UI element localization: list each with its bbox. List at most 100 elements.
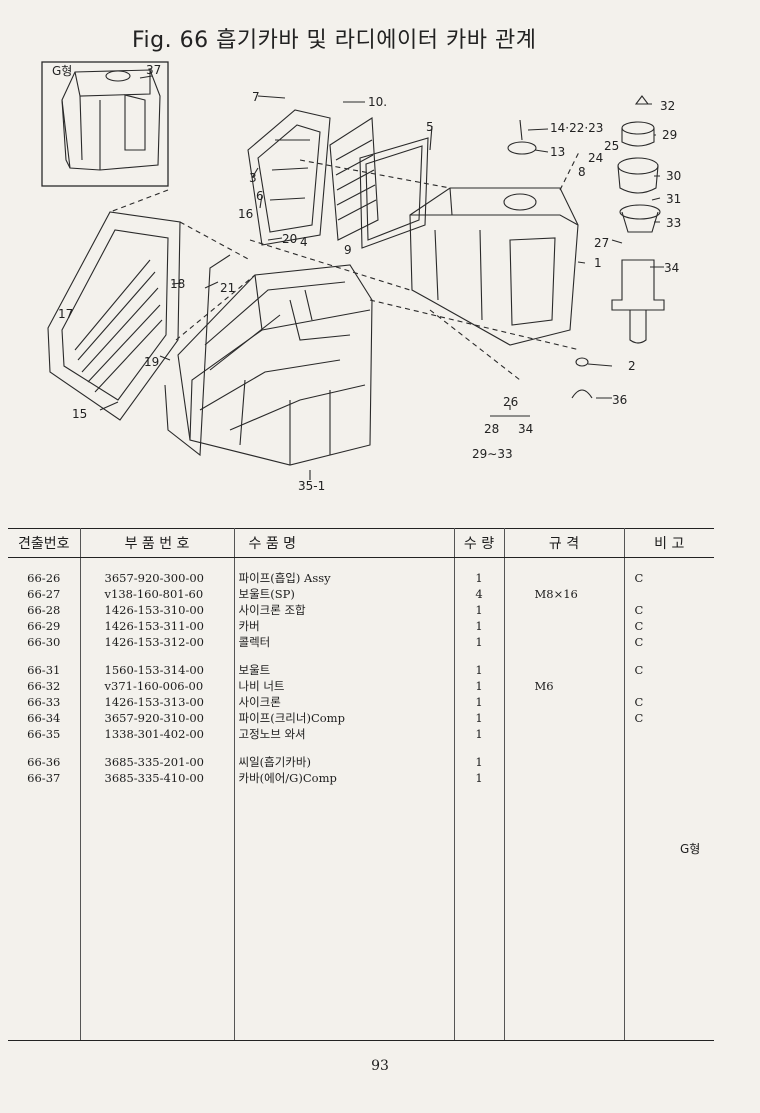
col-header-qty: 수 량 xyxy=(454,528,505,558)
cell-part-no: v371-160-006-00 xyxy=(80,678,235,694)
svg-text:37: 37 xyxy=(146,63,161,77)
svg-text:8: 8 xyxy=(578,165,586,179)
svg-text:20: 20 xyxy=(282,232,297,246)
cell-name: 사이크론 조합 xyxy=(234,602,455,618)
svg-text:31: 31 xyxy=(666,192,681,206)
svg-text:14·22·23: 14·22·23 xyxy=(550,121,603,135)
cell-name: 콜렉터 xyxy=(234,634,455,650)
cell-note xyxy=(624,586,714,602)
svg-text:29∼33: 29∼33 xyxy=(472,447,513,461)
svg-text:5: 5 xyxy=(426,120,434,134)
cell-part-no: 3657-920-310-00 xyxy=(80,710,235,726)
svg-text:34: 34 xyxy=(664,261,679,275)
table-row: 66-31 1560-153-314-00 보울트 1 C xyxy=(8,662,714,678)
svg-text:29: 29 xyxy=(662,128,677,142)
cell-qty: 1 xyxy=(454,726,505,742)
cell-part-no: 3685-335-201-00 xyxy=(80,754,235,770)
svg-text:3: 3 xyxy=(249,171,257,185)
cell-note xyxy=(624,678,714,694)
cell-part-no: 1426-153-312-00 xyxy=(80,634,235,650)
cell-index: 66-31 xyxy=(8,662,81,678)
svg-text:24: 24 xyxy=(588,151,603,165)
svg-text:35-1: 35-1 xyxy=(298,479,325,493)
svg-text:7: 7 xyxy=(252,90,260,104)
cell-name: 고정노브 와셔 xyxy=(234,726,455,742)
cell-name: 보울트(SP) xyxy=(234,586,455,602)
cell-name: 카바(에어/G)Comp xyxy=(234,770,455,786)
svg-text:9: 9 xyxy=(344,243,352,257)
cell-index: 66-37 xyxy=(8,770,81,786)
cell-spec xyxy=(504,754,625,770)
cell-name: 사이크론 xyxy=(234,694,455,710)
table-row: 66-34 3657-920-310-00 파이프(크리너)Comp 1 C xyxy=(8,710,714,726)
cell-spec xyxy=(504,634,625,650)
svg-text:13: 13 xyxy=(550,145,565,159)
cell-spec xyxy=(504,770,625,786)
cell-note: C xyxy=(634,711,644,725)
table-row: 66-26 3657-920-300-00 파이프(흡입) Assy 1 C xyxy=(8,570,714,586)
svg-text:G형: G형 xyxy=(52,64,72,78)
cell-qty: 1 xyxy=(454,662,505,678)
cell-qty: 1 xyxy=(454,618,505,634)
svg-text:18: 18 xyxy=(170,277,185,291)
svg-text:6: 6 xyxy=(256,189,264,203)
svg-text:25: 25 xyxy=(604,139,619,153)
cell-note: C xyxy=(634,695,644,709)
table-row: 66-36 3685-335-201-00 씨일(흡기카바) 1 xyxy=(8,754,714,770)
cell-index: 66-34 xyxy=(8,710,81,726)
col-header-spec: 규 격 xyxy=(504,528,625,558)
cell-index: 66-35 xyxy=(8,726,81,742)
svg-text:19: 19 xyxy=(144,355,159,369)
col-header-part-no: 부 품 번 호 xyxy=(80,528,235,558)
table-row: 66-29 1426-153-311-00 카버 1 C xyxy=(8,618,714,634)
col-header-index: 견출번호 xyxy=(8,528,81,558)
table-row: 66-33 1426-153-313-00 사이크론 1 C xyxy=(8,694,714,710)
table-row: 66-30 1426-153-312-00 콜렉터 1 C xyxy=(8,634,714,650)
svg-text:30: 30 xyxy=(666,169,681,183)
cell-index: 66-26 xyxy=(8,570,81,586)
cell-spec xyxy=(504,726,625,742)
svg-text:17: 17 xyxy=(58,307,73,321)
cell-index: 66-27 xyxy=(8,586,81,602)
parts-table: 견출번호 부 품 번 호 수 품 명 수 량 규 격 비 고 66-26 365… xyxy=(8,528,714,1041)
cell-spec xyxy=(504,662,625,678)
svg-text:32: 32 xyxy=(660,99,675,113)
cell-part-no: 1338-301-402-00 xyxy=(80,726,235,742)
cell-qty: 4 xyxy=(454,586,505,602)
cell-spec xyxy=(504,710,625,726)
cell-index: 66-36 xyxy=(8,754,81,770)
cell-spec: M8×16 xyxy=(504,586,625,602)
col-header-name: 수 품 명 xyxy=(234,528,455,558)
svg-text:10.: 10. xyxy=(368,95,387,109)
cell-qty: 1 xyxy=(454,570,505,586)
cell-spec xyxy=(504,570,625,586)
cell-part-no: 1426-153-310-00 xyxy=(80,602,235,618)
svg-text:4: 4 xyxy=(300,235,308,249)
cell-part-no: v138-160-801-60 xyxy=(80,586,235,602)
cell-name: 씨일(흡기카바) xyxy=(234,754,455,770)
cell-note xyxy=(624,770,714,786)
cell-spec xyxy=(504,694,625,710)
svg-text:15: 15 xyxy=(72,407,87,421)
svg-text:33: 33 xyxy=(666,216,681,230)
svg-text:16: 16 xyxy=(238,207,253,221)
cell-qty: 1 xyxy=(454,678,505,694)
page-number: 93 xyxy=(371,1058,389,1074)
exploded-parts-diagram: G형 37 7 10. 5 32 14·22·23 29 13 25 24 8 … xyxy=(41,61,681,493)
cell-part-no: 1426-153-311-00 xyxy=(80,618,235,634)
cell-qty: 1 xyxy=(454,602,505,618)
cell-part-no: 1426-153-313-00 xyxy=(80,694,235,710)
cell-note: C xyxy=(634,663,644,677)
cell-spec xyxy=(504,618,625,634)
table-header: 견출번호 부 품 번 호 수 품 명 수 량 규 격 비 고 xyxy=(8,528,714,558)
table-row: 66-37 3685-335-410-00 카바(에어/G)Comp 1 xyxy=(8,770,714,786)
cell-name: 파이프(크리너)Comp xyxy=(234,710,455,726)
table-bottom-rule xyxy=(8,1040,714,1041)
svg-text:1: 1 xyxy=(594,256,602,270)
cell-index: 66-32 xyxy=(8,678,81,694)
cell-spec: M6 xyxy=(504,678,625,694)
cell-note: C xyxy=(634,571,644,585)
svg-text:26: 26 xyxy=(503,395,518,409)
cell-qty: 1 xyxy=(454,710,505,726)
svg-text:2: 2 xyxy=(628,359,636,373)
